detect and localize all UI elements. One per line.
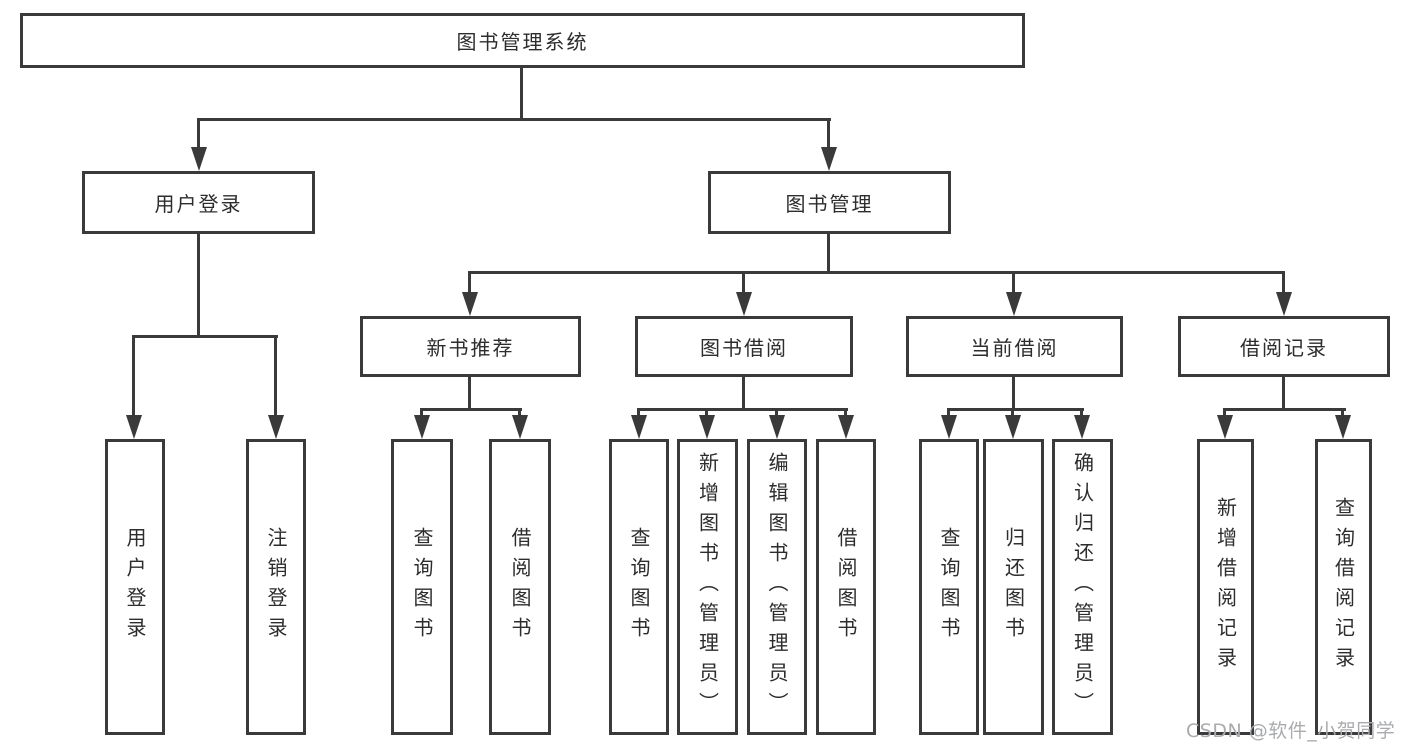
connector-line	[827, 234, 830, 271]
node-book-management: 图书管理	[708, 171, 951, 234]
node-leaf-borrow-book: 借阅图书	[816, 439, 876, 735]
connector-line	[1012, 271, 1015, 292]
arrow-down-icon	[1005, 415, 1021, 439]
connector-line	[274, 335, 277, 415]
arrow-down-icon	[462, 292, 478, 316]
connector-line	[1012, 377, 1015, 408]
connector-line	[420, 408, 423, 415]
connector-line	[197, 234, 200, 335]
connector-line	[520, 68, 523, 118]
connector-line	[468, 271, 471, 292]
arrow-down-icon	[512, 415, 528, 439]
arrow-down-icon	[838, 415, 854, 439]
arrow-down-icon	[1217, 415, 1233, 439]
node-leaf-logout: 注销登录	[246, 439, 306, 735]
node-leaf-borrow-book-recommend: 借阅图书	[489, 439, 551, 735]
arrow-down-icon	[1006, 292, 1022, 316]
connector-line	[947, 408, 950, 415]
connector-line	[197, 118, 831, 121]
connector-line	[197, 118, 200, 147]
connector-line	[1341, 408, 1344, 415]
connector-line	[132, 335, 278, 338]
arrow-down-icon	[126, 415, 142, 439]
arrow-down-icon	[1074, 415, 1090, 439]
node-leaf-confirm-return-admin: 确认归还（管理员）	[1052, 439, 1113, 735]
arrow-down-icon	[268, 415, 284, 439]
connector-line	[827, 118, 830, 147]
node-new-book-recommend: 新书推荐	[360, 316, 581, 377]
connector-line	[844, 408, 847, 415]
node-leaf-return-book: 归还图书	[983, 439, 1044, 735]
connector-line	[1282, 271, 1285, 292]
node-leaf-add-book-admin: 新增图书（管理员）	[677, 439, 738, 735]
arrow-down-icon	[1335, 415, 1351, 439]
connector-line	[775, 408, 778, 415]
arrow-down-icon	[821, 147, 837, 171]
node-leaf-query-book-recommend: 查询图书	[391, 439, 453, 735]
node-book-borrowing: 图书借阅	[635, 316, 853, 377]
node-leaf-query-book-current: 查询图书	[919, 439, 979, 735]
arrow-down-icon	[631, 415, 647, 439]
connector-line	[1282, 377, 1285, 408]
arrow-down-icon	[699, 415, 715, 439]
connector-line	[518, 408, 521, 415]
arrow-down-icon	[941, 415, 957, 439]
connector-line	[1223, 408, 1226, 415]
connector-line	[1011, 408, 1014, 415]
node-current-borrowing: 当前借阅	[906, 316, 1123, 377]
node-borrowing-records: 借阅记录	[1178, 316, 1390, 377]
node-library-management-system: 图书管理系统	[20, 13, 1025, 68]
connector-line	[420, 408, 522, 411]
connector-line	[468, 377, 471, 408]
arrow-down-icon	[769, 415, 785, 439]
connector-line	[947, 408, 1084, 411]
arrow-down-icon	[736, 292, 752, 316]
node-leaf-add-borrow-record: 新增借阅记录	[1197, 439, 1254, 735]
connector-line	[637, 408, 848, 411]
node-leaf-user-login: 用户登录	[105, 439, 165, 735]
node-leaf-query-book-borrowing: 查询图书	[609, 439, 669, 735]
connector-line	[132, 335, 135, 415]
arrow-down-icon	[1276, 292, 1292, 316]
arrow-down-icon	[414, 415, 430, 439]
connector-line	[742, 271, 745, 292]
connector-line	[637, 408, 640, 415]
node-user-login: 用户登录	[82, 171, 315, 234]
connector-line	[742, 377, 745, 408]
connector-line	[468, 271, 1285, 274]
arrow-down-icon	[191, 147, 207, 171]
node-leaf-query-borrow-record: 查询借阅记录	[1315, 439, 1372, 735]
csdn-watermark: CSDN @软件_小贺同学	[1186, 720, 1396, 742]
node-leaf-edit-book-admin: 编辑图书（管理员）	[747, 439, 807, 735]
connector-line	[1080, 408, 1083, 415]
connector-line	[705, 408, 708, 415]
connector-line	[1223, 408, 1346, 411]
